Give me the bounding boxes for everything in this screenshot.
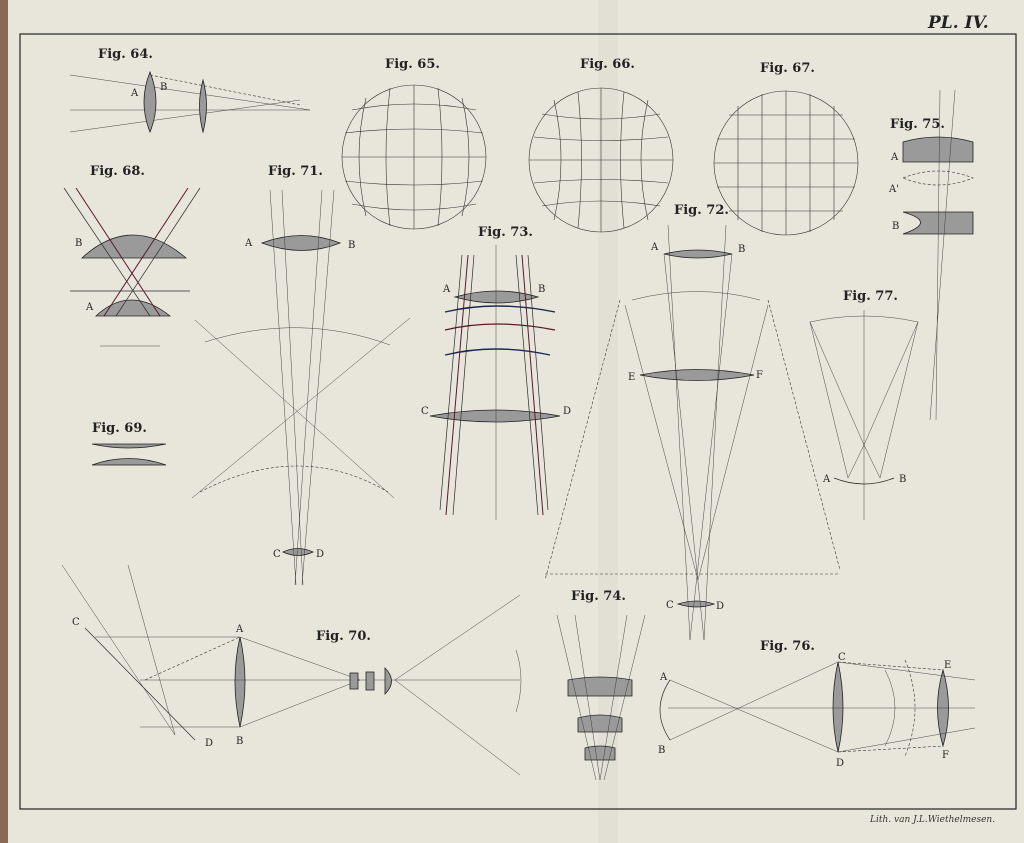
figure-70: Fig. 70. C A B D (61, 564, 522, 776)
fig70-label-a: A (235, 624, 244, 635)
fig72-label-f: F (756, 370, 763, 381)
figure-67: Fig. 67. (713, 61, 859, 236)
figure-68: Fig. 68. B A (63, 164, 201, 347)
fig76-label-c: C (838, 652, 846, 663)
figure-75: Fig. 75. A A' B (888, 89, 974, 421)
fig76-label-f: F (942, 750, 949, 761)
fig67-caption: Fig. 67. (760, 61, 815, 76)
fig68-caption: Fig. 68. (90, 164, 145, 179)
plate-title: PL. IV. (927, 13, 989, 33)
figure-66: Fig. 66. (528, 57, 674, 233)
figure-65: Fig. 65. (341, 57, 487, 230)
fig71-label-b: B (348, 240, 355, 251)
fig74-caption: Fig. 74. (571, 589, 626, 604)
figure-72: Fig. 72. A B E F C D (544, 203, 841, 641)
fig76-label-b: B (658, 745, 665, 756)
fig73-label-d: D (563, 406, 571, 417)
figure-77: Fig. 77. A B (809, 289, 919, 520)
figure-69: Fig. 69. (91, 421, 167, 466)
fig72-label-e: E (628, 372, 635, 383)
fig64-label-a: A (130, 88, 139, 99)
figure-64: Fig. 64. A B (69, 47, 311, 134)
fig70-label-b: B (236, 736, 243, 747)
fig76-label-e: E (944, 660, 951, 671)
fig76-label-a: A (659, 672, 668, 683)
fig68-label-b: B (75, 238, 82, 249)
plate-frame (19, 33, 1017, 810)
fig64-label-b: B (160, 82, 167, 93)
fig77-label-a: A (822, 474, 831, 485)
fig71-label-d: D (316, 549, 324, 560)
fig72-caption: Fig. 72. (674, 203, 729, 218)
fig75-label-a-prime: A' (888, 184, 899, 195)
fig70-caption: Fig. 70. (316, 629, 371, 644)
fig65-caption: Fig. 65. (385, 57, 440, 72)
fig76-label-d: D (836, 758, 844, 769)
fig75-caption: Fig. 75. (890, 117, 945, 132)
fig75-label-b: B (892, 221, 899, 232)
fig72-label-b: B (738, 244, 745, 255)
figure-76: Fig. 76. A B C D E F (658, 639, 976, 769)
fig73-label-a: A (442, 284, 451, 295)
figure-73: Fig. 73. A B C D (421, 225, 571, 520)
fig73-label-c: C (421, 406, 429, 417)
fig64-caption: Fig. 64. (98, 47, 153, 62)
fig71-caption: Fig. 71. (268, 164, 323, 179)
lithographer-credit: Lith. van J.L.Wiethelmesen. (869, 815, 995, 825)
fig70-label-c: C (72, 617, 80, 628)
fig70-label-d: D (205, 738, 213, 749)
fig77-caption: Fig. 77. (843, 289, 898, 304)
fig68-label-a: A (85, 302, 94, 313)
page-fold (598, 0, 618, 843)
figure-74: Fig. 74. (556, 589, 646, 781)
fig77-label-b: B (899, 474, 906, 485)
fig73-label-b: B (538, 284, 545, 295)
fig75-label-a: A (890, 152, 899, 163)
fig71-label-c: C (273, 549, 281, 560)
fig66-caption: Fig. 66. (580, 57, 635, 72)
fig69-caption: Fig. 69. (92, 421, 147, 436)
fig76-caption: Fig. 76. (760, 639, 815, 654)
binding-edge (0, 0, 8, 843)
fig71-label-a: A (244, 238, 253, 249)
fig72-label-d: D (716, 601, 724, 612)
fig72-label-a: A (650, 242, 659, 253)
figure-71: Fig. 71. A B C D (191, 164, 411, 586)
fig72-label-c: C (666, 600, 674, 611)
fig73-caption: Fig. 73. (478, 225, 533, 240)
